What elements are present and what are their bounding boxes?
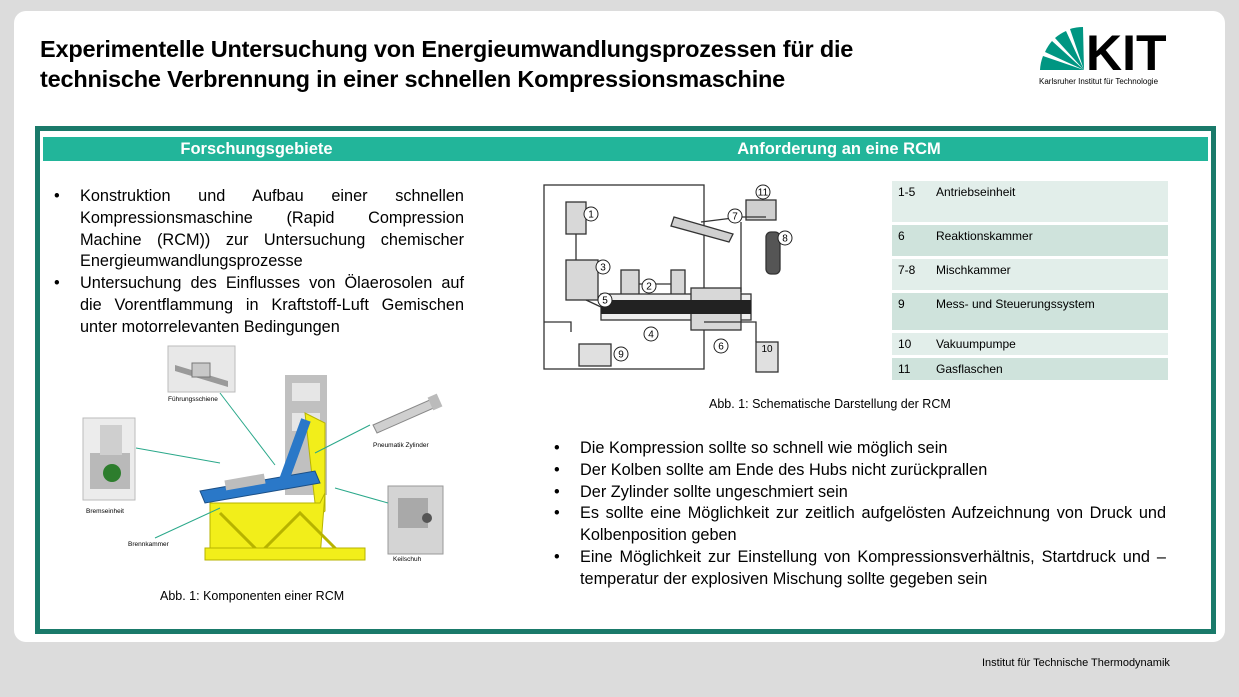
legend-label: Reaktionskammer [936,228,1033,243]
research-item: Konstruktion und Aufbau einer schnellen … [50,186,464,273]
logo-subtitle: Karlsruher Institut für Technologie [1039,77,1159,86]
requirement-item: Der Kolben sollte am Ende des Hubs nicht… [550,460,1166,482]
svg-text:10: 10 [761,344,773,355]
kit-logo: KIT [1040,26,1167,81]
table-row: 7-8 Mischkammer [892,257,1168,291]
label-fuehrungsschiene: Führungsschiene [168,396,218,403]
rcm-components-illustration [82,345,444,561]
caption-schematic: Abb. 1: Schematische Darstellung der RCM [709,397,951,411]
legend-table: 1-5 Antriebseinheit 6 Reaktionskammer 7-… [892,181,1168,383]
svg-text:11: 11 [758,188,769,199]
requirement-item: Der Zylinder sollte ungeschmiert sein [550,482,1166,504]
svg-text:8: 8 [782,234,788,245]
svg-text:1: 1 [588,210,594,221]
legend-label: Vakuumpumpe [936,336,1016,351]
svg-text:5: 5 [602,296,608,307]
svg-text:6: 6 [718,342,724,353]
legend-label: Mischkammer [936,262,1011,277]
research-list: Konstruktion und Aufbau einer schnellen … [50,186,464,339]
label-bremseinheit: Bremseinheit [86,508,124,515]
legend-label: Gasflaschen [936,361,1003,376]
page-title: Experimentelle Untersuchung von Energieu… [40,36,854,92]
svg-text:7: 7 [732,212,738,223]
table-row: 6 Reaktionskammer [892,223,1168,257]
footer-institute: Institut für Technische Thermodynamik [982,657,1170,669]
research-item: Untersuchung des Einflusses von Ölaeroso… [50,273,464,338]
header-forschungsgebiete: Forschungsgebiete [43,137,470,161]
legend-num: 6 [898,228,905,243]
svg-text:4: 4 [648,330,654,341]
svg-text:3: 3 [600,263,606,274]
legend-num: 10 [898,336,912,351]
legend-label: Mess- und Steuerungssystem [936,296,1095,311]
svg-text:2: 2 [646,282,652,293]
legend-num: 9 [898,296,905,311]
table-row: 9 Mess- und Steuerungssystem [892,291,1168,331]
caption-components: Abb. 1: Komponenten einer RCM [160,589,345,603]
svg-text:KIT: KIT [1086,26,1167,81]
rcm-schematic-diagram: 1 2 3 4 5 6 7 8 9 10 11 [543,184,793,373]
table-row: 11 Gasflaschen [892,356,1168,381]
requirement-item: Die Kompression sollte so schnell wie mö… [550,438,1166,460]
svg-text:9: 9 [618,350,624,361]
table-row: 1-5 Antriebseinheit [892,181,1168,223]
label-pneumatik-zylinder: Pneumatik Zylinder [373,442,429,449]
label-brennkammer: Brennkammer [128,541,169,548]
requirement-item: Es sollte eine Möglichkeit zur zeitlich … [550,503,1166,547]
legend-num: 11 [898,361,911,376]
legend-num: 7-8 [898,262,916,277]
requirements-list: Die Kompression sollte so schnell wie mö… [550,438,1166,591]
header-anforderung: Anforderung an eine RCM [470,137,1208,161]
legend-num: 1-5 [898,185,916,199]
table-row: 10 Vakuumpumpe [892,331,1168,356]
label-keilschuh: Keilschuh [393,556,422,563]
requirement-item: Eine Möglichkeit zur Einstellung von Kom… [550,547,1166,591]
legend-label: Antriebseinheit [936,185,1016,199]
